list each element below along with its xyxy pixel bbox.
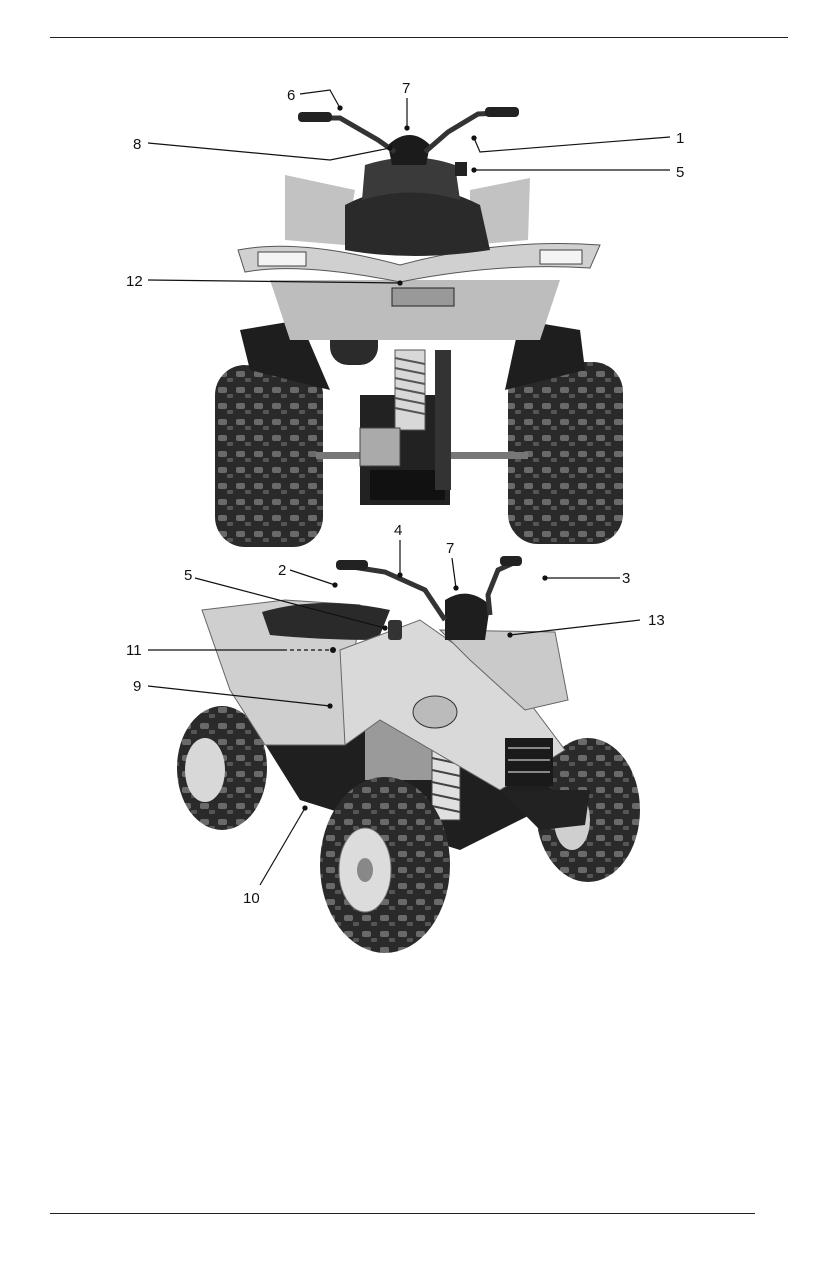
callout-6: 6 xyxy=(287,87,295,104)
callout-labels-top: 6 7 8 1 5 12 xyxy=(126,80,684,290)
callout-5b: 5 xyxy=(184,567,192,584)
callout-5: 5 xyxy=(676,164,684,181)
atv-front-view xyxy=(177,556,640,953)
callout-1: 1 xyxy=(676,130,684,147)
callout-11: 11 xyxy=(126,642,142,659)
rear-left-tire xyxy=(215,365,323,547)
callouts-bottom xyxy=(147,540,641,886)
atv-rear-view xyxy=(148,100,678,552)
callout-3: 3 xyxy=(622,570,630,587)
callouts-top xyxy=(147,89,671,286)
rear-right-tire xyxy=(508,362,623,544)
header-rule xyxy=(50,37,788,38)
callout-10: 10 xyxy=(243,890,260,907)
callout-13: 13 xyxy=(648,612,665,629)
callout-7: 7 xyxy=(402,80,410,97)
callout-2: 2 xyxy=(278,562,286,579)
footer-rule xyxy=(50,1213,755,1214)
callout-8: 8 xyxy=(133,136,141,153)
callout-7b: 7 xyxy=(446,540,454,557)
callout-12: 12 xyxy=(126,273,143,290)
callout-9: 9 xyxy=(133,678,141,695)
tail-light xyxy=(391,287,455,307)
callout-4: 4 xyxy=(394,522,402,539)
callout-labels-bottom: 4 7 2 3 5 13 11 9 10 xyxy=(126,522,665,907)
